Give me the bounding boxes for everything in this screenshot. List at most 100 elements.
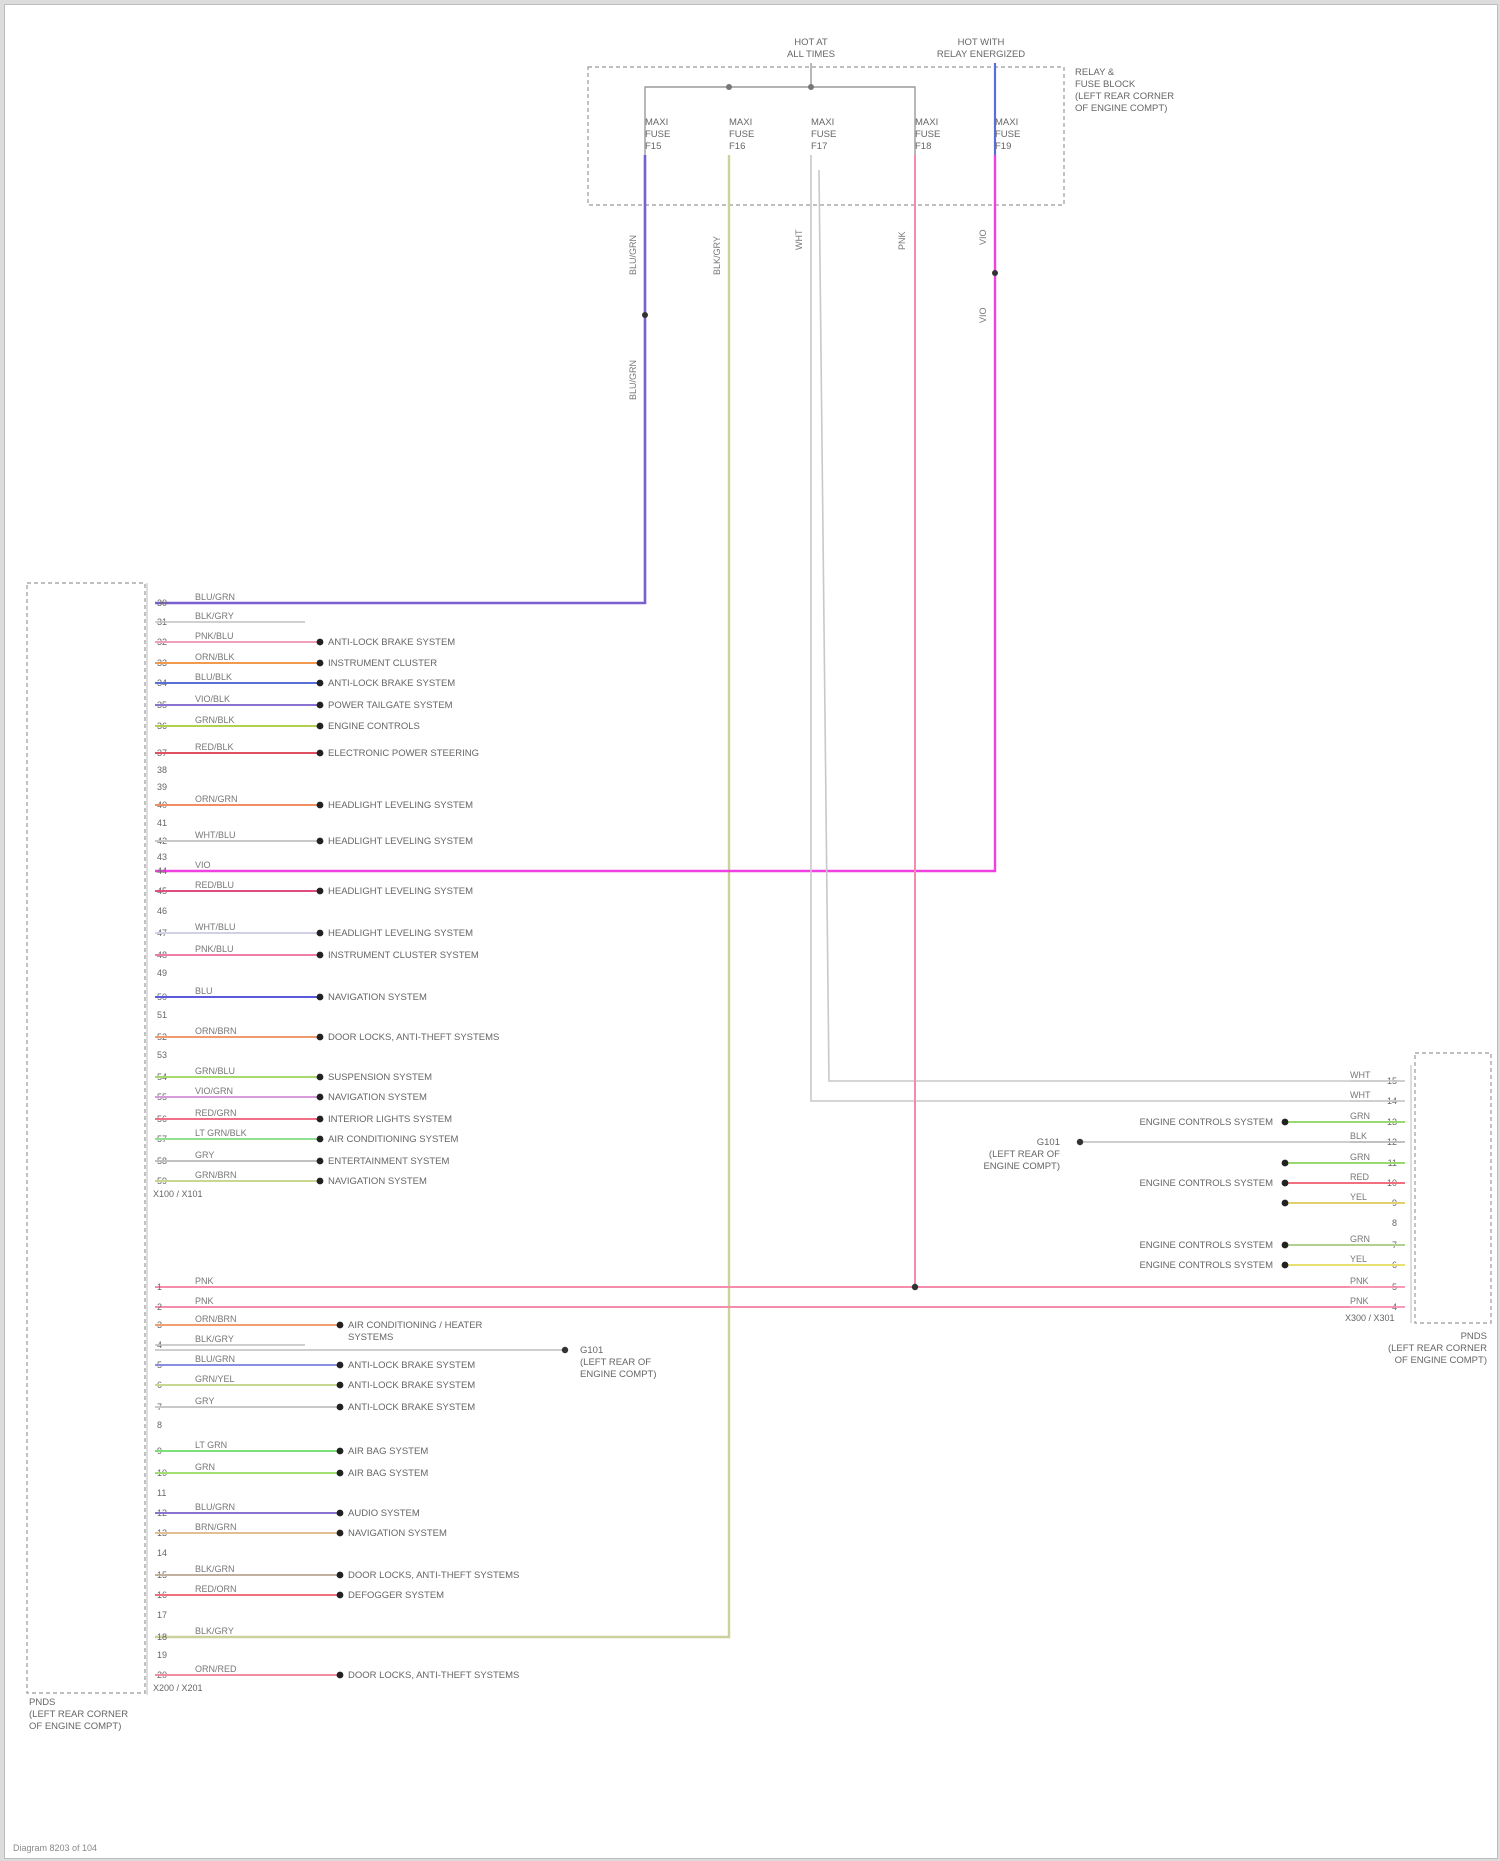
destination-label: HEADLIGHT LEVELING SYSTEM [328, 886, 473, 897]
pin-row: 5BLU/GRNANTI-LOCK BRAKE SYSTEM [155, 1354, 475, 1371]
fuse-name: MAXI [915, 117, 938, 128]
fuse-block-title-1: RELAY & [1075, 67, 1115, 78]
ground-left-label-2: (LEFT REAR OF [580, 1357, 651, 1368]
pin-row: 52ORN/BRNDOOR LOCKS, ANTI-THEFT SYSTEMS [155, 1026, 499, 1043]
destination-label: INTERIOR LIGHTS SYSTEM [328, 1114, 452, 1125]
fuse-f18: MAXI FUSE F18 [915, 117, 940, 152]
connector-arrow [337, 1382, 344, 1389]
destination-label: ANTI-LOCK BRAKE SYSTEM [328, 637, 455, 648]
wire-color-label: BLK [1350, 1131, 1367, 1141]
pin-number: 51 [157, 1010, 167, 1020]
wire-color-label: RED/GRN [195, 1108, 237, 1118]
fuse-line3: F16 [729, 141, 745, 152]
destination-label: ENTERTAINMENT SYSTEM [328, 1156, 449, 1167]
wire-color-label: WHT/BLU [195, 922, 236, 932]
connector-arrow [317, 888, 324, 895]
fuse-line3: F19 [995, 141, 1011, 152]
pin-row: 12BLU/GRNAUDIO SYSTEM [155, 1502, 420, 1519]
supply-label-1b: ALL TIMES [787, 49, 835, 60]
wire-color-label: BLU/BLK [195, 672, 232, 682]
left-connector-pins-2: 1PNK2PNK3ORN/BRNAIR CONDITIONING / HEATE… [155, 1276, 519, 1681]
fuse-f15: MAXI FUSE F15 [645, 117, 670, 152]
pin-row: 58GRYENTERTAINMENT SYSTEM [155, 1150, 449, 1167]
connector-arrow [317, 1116, 324, 1123]
left-connector-caption-3: OF ENGINE COMPT) [29, 1721, 121, 1732]
connector-arrow [317, 994, 324, 1001]
left-connector-caption-1: PNDS [29, 1697, 55, 1708]
pin-row: 31BLK/GRY [155, 611, 305, 627]
wire-color-label: ORN/BLK [195, 652, 235, 662]
left-connector-outline [27, 583, 145, 1693]
right-connector-caption-1: PNDS [1461, 1331, 1487, 1342]
connector-arrow [1282, 1200, 1289, 1207]
destination-label: NAVIGATION SYSTEM [328, 992, 427, 1003]
connector-arrow [337, 1592, 344, 1599]
left-connector: X100 / X101 X200 / X201 PNDS (LEFT REAR … [27, 583, 519, 1732]
wire-color-label: GRN/BLK [195, 715, 235, 725]
pin-row: 4BLK/GRY [155, 1334, 305, 1350]
wire-color-label: RED [1350, 1172, 1370, 1182]
pin-number: 46 [157, 906, 167, 916]
pin-row: 8 [1392, 1218, 1397, 1228]
wire-color-label: PNK [1350, 1276, 1369, 1286]
splice-dot [992, 270, 998, 276]
pin-row: 46 [157, 906, 167, 916]
destination-label: NAVIGATION SYSTEM [328, 1176, 427, 1187]
fuse-line3: F18 [915, 141, 931, 152]
pin-number: 38 [157, 765, 167, 775]
fuse-line3: F17 [811, 141, 827, 152]
pin-number: 49 [157, 968, 167, 978]
connector-arrow [317, 660, 324, 667]
destination-label: AUDIO SYSTEM [348, 1508, 420, 1519]
splice-dot [642, 312, 648, 318]
wire-wht-2 [819, 170, 1350, 1081]
pin-row: 39 [157, 782, 167, 792]
pin-row: 51 [157, 1010, 167, 1020]
wire-color-label: WHT [1350, 1070, 1371, 1080]
wire-label-blk-gry: BLK/GRY [712, 236, 722, 275]
pin-row: 8 [157, 1420, 162, 1430]
splice-dot [912, 1284, 918, 1290]
destination-label: ENGINE CONTROLS [328, 721, 420, 732]
wire-color-label: RED/ORN [195, 1584, 237, 1594]
destination-label: AIR BAG SYSTEM [348, 1446, 428, 1457]
connector-arrow [317, 750, 324, 757]
destination-label: ANTI-LOCK BRAKE SYSTEM [348, 1402, 475, 1413]
connector-arrow [317, 702, 324, 709]
wire-vio-main [155, 155, 995, 871]
pin-row: 53 [157, 1050, 167, 1060]
fuse-name: MAXI [729, 117, 752, 128]
destination-label: ENGINE CONTROLS SYSTEM [1139, 1260, 1273, 1271]
destination-label: HEADLIGHT LEVELING SYSTEM [328, 800, 473, 811]
destination-label: SUSPENSION SYSTEM [328, 1072, 432, 1083]
ground-left-label-1: G101 [580, 1345, 603, 1356]
destination-label: POWER TAILGATE SYSTEM [328, 700, 453, 711]
fuse-name: MAXI [811, 117, 834, 128]
wire-color-label: PNK/BLU [195, 944, 234, 954]
connector-arrow [317, 639, 324, 646]
wire-color-label: VIO [195, 860, 211, 870]
wire-color-label: BLU/GRN [195, 592, 235, 602]
pin-number: 41 [157, 818, 167, 828]
wire-label-vio-lower: VIO [978, 307, 988, 323]
pin-row: 9LT GRNAIR BAG SYSTEM [155, 1440, 428, 1457]
wire-color-label: GRN [1350, 1111, 1370, 1121]
pin-row: 4PNK [1350, 1296, 1405, 1312]
footer-text: Diagram 8203 of 104 [13, 1843, 97, 1853]
connector-arrow [317, 952, 324, 959]
pin-number: 18 [157, 1632, 167, 1642]
destination-label: ENGINE CONTROLS SYSTEM [1139, 1178, 1273, 1189]
wire-color-label: ORN/BRN [195, 1026, 237, 1036]
destination-label: DEFOGGER SYSTEM [348, 1590, 444, 1601]
connector-arrow [337, 1672, 344, 1679]
connector-arrow [337, 1510, 344, 1517]
supply-label-2a: HOT WITH [958, 37, 1005, 48]
ground-dot [562, 1347, 568, 1353]
right-connector: X300 / X301 PNDS (LEFT REAR CORNER OF EN… [1139, 1053, 1491, 1366]
pin-row: 2PNK [157, 1296, 214, 1312]
pin-number: 17 [157, 1610, 167, 1620]
pin-number: 8 [1392, 1218, 1397, 1228]
connector-arrow [337, 1470, 344, 1477]
pin-number: 1 [157, 1282, 162, 1292]
